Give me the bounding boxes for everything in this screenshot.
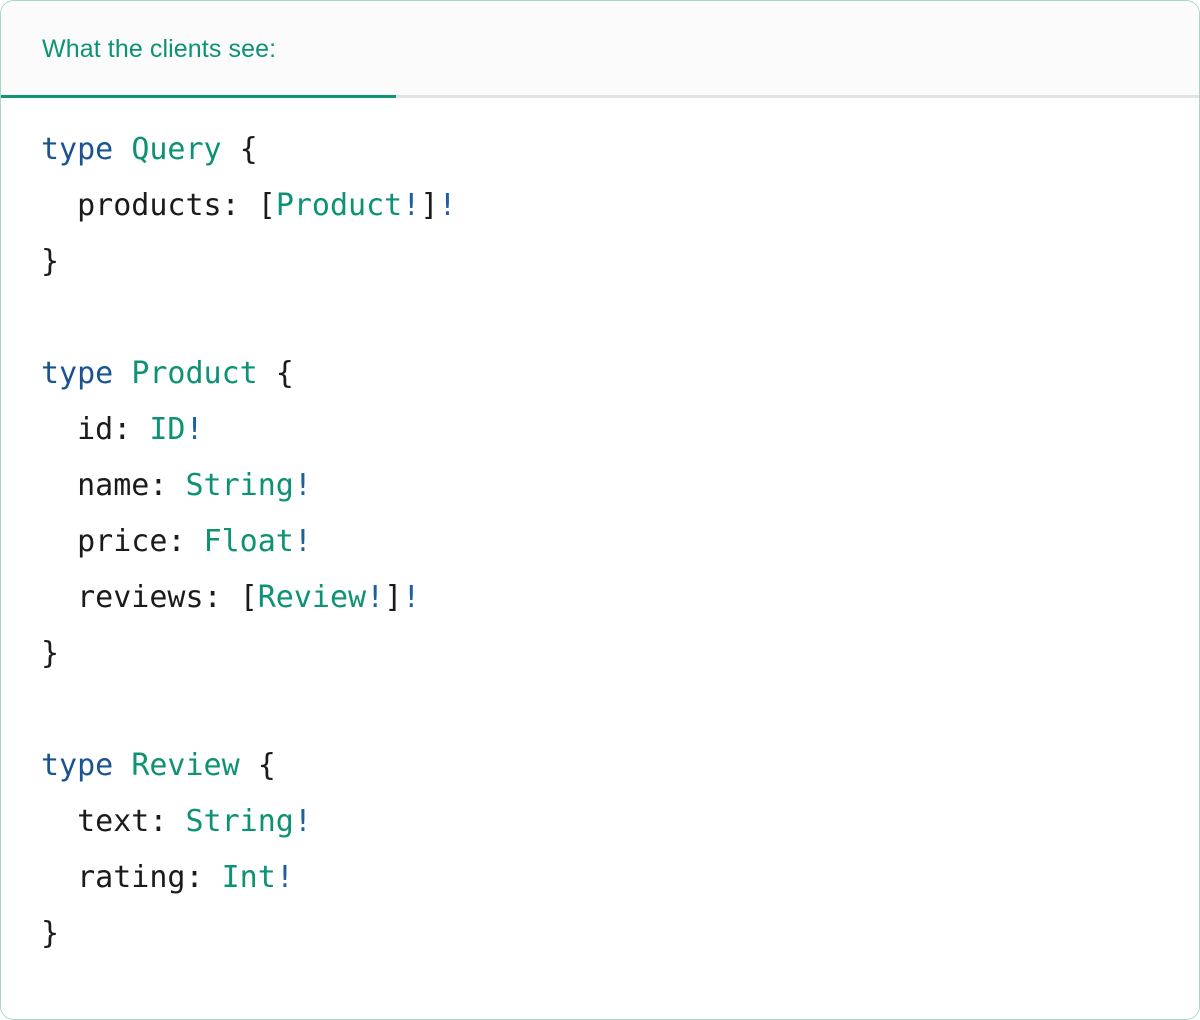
code-token-type: Product: [131, 356, 258, 391]
code-token-punct: }: [41, 244, 60, 279]
code-token-punct: :: [221, 188, 258, 223]
code-token-punct: {: [239, 748, 276, 783]
code-token-keyword: type: [41, 356, 114, 391]
graphql-schema-code[interactable]: type Query { products: [Product!]!}​type…: [1, 122, 1199, 962]
code-line: type Review {: [41, 738, 1159, 794]
code-line: products: [Product!]!: [41, 178, 1159, 234]
code-token-field: products: [41, 188, 222, 223]
code-token-field: id: [41, 412, 114, 447]
code-line: text: String!: [41, 794, 1159, 850]
code-token-type: String: [185, 468, 294, 503]
code-token-type: Review: [257, 580, 367, 615]
code-token-punct: {: [221, 132, 258, 167]
code-line: price: Float!: [41, 514, 1159, 570]
code-token-punct: :: [149, 804, 186, 839]
code-token-punct: :: [113, 412, 150, 447]
tab-label: What the clients see:: [42, 35, 277, 63]
code-token-type: String: [185, 804, 294, 839]
code-line: ​: [41, 290, 1159, 346]
code-line: }: [41, 234, 1159, 290]
code-token-bang: !: [402, 188, 421, 223]
code-token-punct: :: [149, 468, 186, 503]
code-token-bang: !: [293, 804, 312, 839]
code-token-punct: :: [185, 860, 222, 895]
code-token-bang: !: [185, 412, 204, 447]
code-token-punct: [113, 132, 131, 167]
code-line: type Query {: [41, 122, 1159, 178]
code-token-punct: [113, 356, 131, 391]
code-token-keyword: type: [41, 132, 114, 167]
code-token-type: ID: [149, 412, 186, 447]
code-line: }: [41, 906, 1159, 962]
code-line: name: String!: [41, 458, 1159, 514]
code-line: ​: [41, 682, 1159, 738]
code-token-bang: !: [366, 580, 385, 615]
code-token-punct: :: [167, 524, 204, 559]
code-token-field: price: [41, 524, 168, 559]
code-token-type: Query: [131, 132, 222, 167]
code-token-field: text: [41, 804, 150, 839]
code-token-type: Float: [203, 524, 294, 559]
code-token-punct: {: [257, 356, 294, 391]
code-token-type: Int: [221, 860, 276, 895]
tab-strip: What the clients see:: [1, 1, 1199, 98]
code-body: type Query { products: [Product!]!}​type…: [1, 98, 1199, 1018]
code-token-type: Review: [131, 748, 240, 783]
tab-what-the-clients-see[interactable]: What the clients see:: [1, 1, 396, 98]
code-token-bang: !: [402, 580, 421, 615]
code-line: }: [41, 626, 1159, 682]
code-token-field: rating: [41, 860, 186, 895]
code-token-punct: }: [41, 916, 60, 951]
active-tab-underline: [1, 95, 396, 98]
code-token-punct: }: [41, 636, 60, 671]
code-token-bang: !: [293, 524, 312, 559]
code-line: id: ID!: [41, 402, 1159, 458]
code-token-bang: !: [275, 860, 294, 895]
code-token-punct: ]: [420, 188, 439, 223]
code-token-keyword: type: [41, 748, 114, 783]
code-token-type: Product: [275, 188, 403, 223]
code-token-field: reviews: [41, 580, 204, 615]
code-token-bang: !: [438, 188, 457, 223]
code-token-punct: ]: [384, 580, 403, 615]
code-token-punct: [: [257, 188, 276, 223]
code-token-punct: [: [239, 580, 258, 615]
code-line: reviews: [Review!]!: [41, 570, 1159, 626]
code-token-bang: !: [293, 468, 312, 503]
code-token-field: name: [41, 468, 150, 503]
code-line: type Product {: [41, 346, 1159, 402]
code-token-punct: [113, 748, 131, 783]
code-line: rating: Int!: [41, 850, 1159, 906]
code-token-punct: :: [203, 580, 240, 615]
